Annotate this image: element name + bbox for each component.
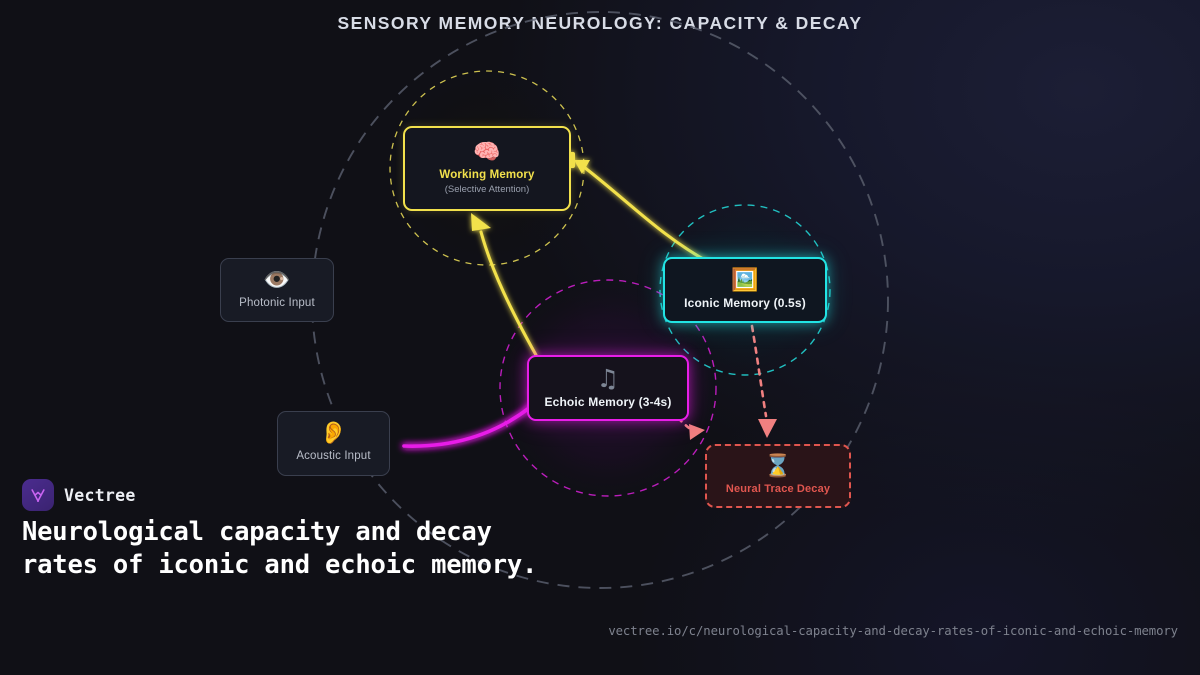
halo-ring-echoic-memory <box>499 279 717 497</box>
musical-note-icon: ♫ <box>596 364 620 394</box>
source-url: vectree.io/c/neurological-capacity-and-d… <box>608 624 1178 638</box>
edge-iconic-to-decay <box>750 324 777 438</box>
node-working-memory[interactable]: 🧠 Working Memory (Selective Attention) <box>403 126 571 211</box>
brain-icon: 🧠 <box>473 139 501 165</box>
node-label: Echoic Memory (3-4s) <box>544 395 672 410</box>
page-title: SENSORY MEMORY NEUROLOGY: CAPACITY & DEC… <box>337 13 863 33</box>
halo-ring-iconic-memory <box>659 204 831 376</box>
node-label: Acoustic Input <box>296 450 371 463</box>
node-iconic-memory[interactable]: 🖼️ Iconic Memory (0.5s) <box>663 257 827 323</box>
ear-icon: 👂 <box>319 421 348 447</box>
hourglass-icon: ⌛ <box>764 454 792 480</box>
node-sublabel: (Selective Attention) <box>444 183 530 195</box>
framed-picture-icon: 🖼️ <box>731 267 759 293</box>
node-neural-trace-decay[interactable]: ⌛ Neural Trace Decay <box>705 444 851 508</box>
brand-name: Vectree <box>64 485 136 505</box>
node-acoustic-input[interactable]: 👂 Acoustic Input <box>277 411 390 476</box>
node-echoic-memory[interactable]: ♫ Echoic Memory (3-4s) <box>527 355 689 421</box>
node-label: Working Memory <box>439 168 535 181</box>
eye-icon: 👁️ <box>263 267 291 293</box>
node-label: Photonic Input <box>239 296 315 309</box>
vectree-logo-icon <box>22 479 54 511</box>
node-photonic-input[interactable]: 👁️ Photonic Input <box>220 258 334 322</box>
node-label: Neural Trace Decay <box>725 483 831 496</box>
caption-text: Neurological capacity and decay rates of… <box>22 517 538 580</box>
brand-block: Vectree <box>22 479 136 511</box>
node-label: Iconic Memory (0.5s) <box>684 295 806 310</box>
edge-echoic-to-working <box>471 213 538 357</box>
